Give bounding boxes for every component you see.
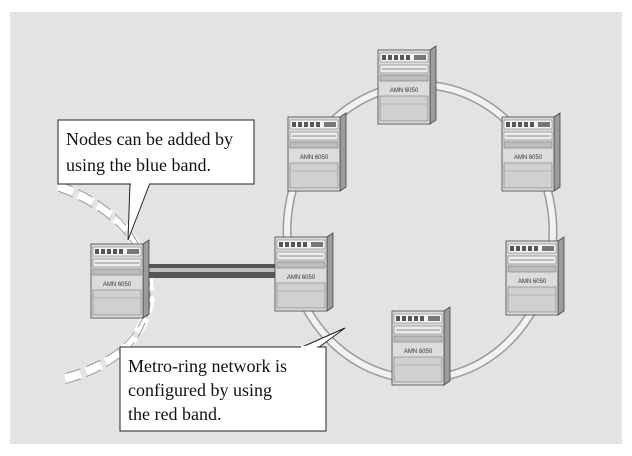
ring-node-top: AMN 6050 (377, 45, 437, 125)
callout-red-band: Metro-ring network is configured by usin… (119, 327, 346, 432)
callout-red-band-box (119, 346, 327, 432)
callout-red-band-line-3: the red band. (128, 404, 221, 424)
callout-red-band-line-1: Metro-ring network is (128, 356, 287, 376)
ring-node-right-label: AMN 6050 (518, 279, 547, 285)
external-node-label: AMN 6050 (103, 282, 132, 288)
callout-blue-band-line-1: Nodes can be added by (66, 129, 233, 149)
callout-blue-band-line-2: using the blue band. (66, 155, 211, 175)
node-link (148, 264, 280, 278)
ring-node-upper-left: AMN 6050 (287, 112, 347, 192)
callout-red-band-pointer (299, 327, 346, 349)
ring-node-upper-right-label: AMN 6050 (514, 155, 543, 161)
ring-node-upper-left-label: AMN 6050 (300, 155, 329, 161)
callout-blue-band-box (57, 119, 255, 185)
ring-node-left-label: AMN 6050 (287, 275, 316, 281)
ring-node-top-label: AMN 6050 (390, 88, 419, 94)
ring-node-upper-right: AMN 6050 (501, 112, 561, 192)
callout-blue-band-pointer (127, 182, 151, 241)
ring-node-right: AMN 6050 (505, 236, 565, 316)
ring-node-bottom-label: AMN 6050 (404, 349, 433, 355)
ring-node-left: AMN 6050 (274, 232, 334, 312)
ring-node-bottom: AMN 6050 (391, 306, 451, 386)
blue-band (56, 180, 155, 386)
callout-red-band-line-2: configured by using (128, 380, 272, 400)
callout-blue-band: Nodes can be added by using the blue ban… (57, 119, 255, 241)
external-node: AMN 6050 (90, 239, 150, 319)
